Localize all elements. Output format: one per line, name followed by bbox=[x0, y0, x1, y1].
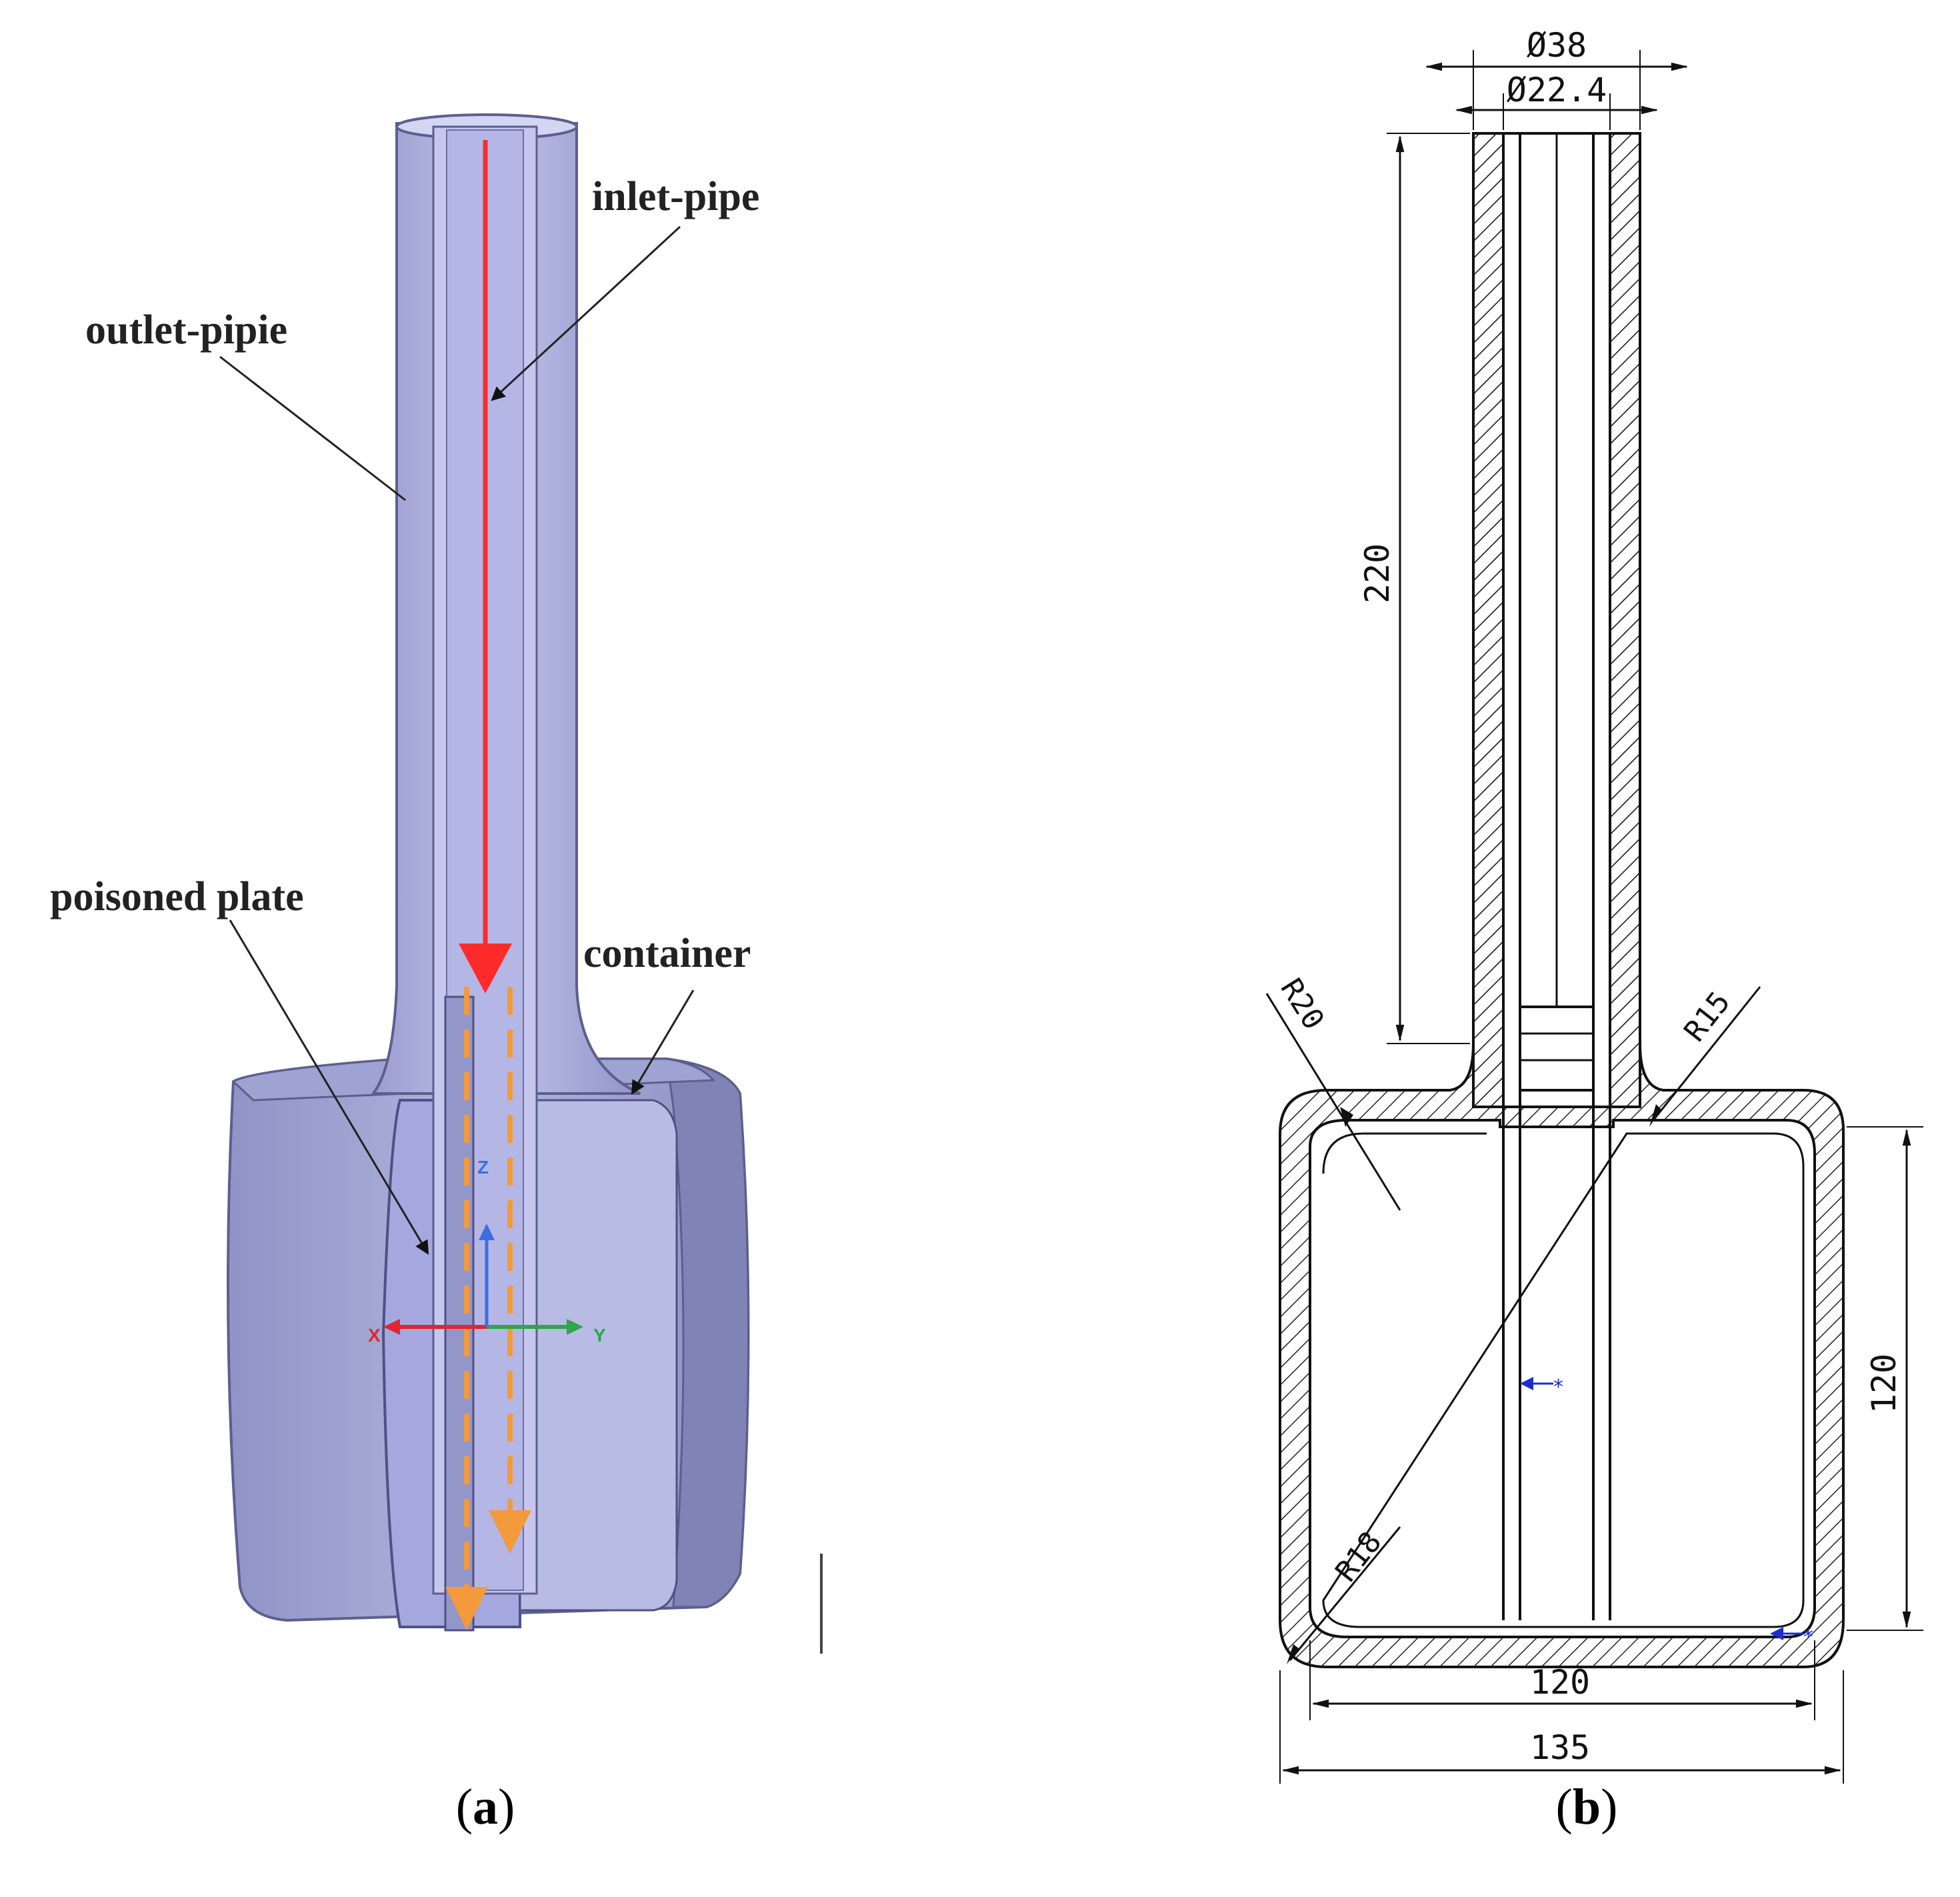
outer-pipe-wall-left bbox=[1472, 132, 1505, 1108]
return-flow-arrowhead-left bbox=[445, 1587, 488, 1630]
inner-diameter-label: Ø22.4 bbox=[1507, 71, 1607, 109]
outer-pipe-wall-right bbox=[1609, 132, 1641, 1108]
outer-width-label: 135 bbox=[1530, 1728, 1590, 1767]
container-inner-wall bbox=[519, 1099, 678, 1612]
radius-r20-label: R20 bbox=[1274, 973, 1331, 1036]
axis-x-label: X bbox=[368, 1325, 381, 1346]
inlet-pipe-leader bbox=[491, 225, 681, 401]
height-label: 120 bbox=[1865, 1354, 1903, 1414]
return-flow-arrowhead-right bbox=[489, 1510, 531, 1554]
container-wall-section bbox=[1279, 132, 1845, 1668]
container-side-face bbox=[665, 1058, 749, 1608]
panel-b-caption: (b) bbox=[1556, 1779, 1618, 1835]
poisoned-plate-leader bbox=[229, 919, 429, 1255]
svg-text:*: * bbox=[1803, 1626, 1813, 1649]
outlet-pipe-label: outlet-pipie bbox=[85, 307, 287, 353]
inlet-pipe-label: inlet-pipe bbox=[592, 174, 759, 219]
radius-r18-leader bbox=[1289, 1526, 1401, 1661]
radius-r15-leader bbox=[1652, 986, 1761, 1121]
inlet-flow-arrowhead bbox=[459, 943, 512, 994]
blue-marker-center: * bbox=[1520, 1376, 1563, 1399]
axis-y-label: Y bbox=[593, 1325, 606, 1346]
pipe-length-label: 220 bbox=[1358, 543, 1397, 603]
container-label: container bbox=[583, 931, 751, 976]
blue-marker-corner: * bbox=[1770, 1626, 1813, 1649]
container-leader bbox=[631, 990, 695, 1095]
poisoned-plate-label: poisoned plate bbox=[50, 874, 304, 919]
panel-a-3d-model: X Y Z inlet-pipe outlet-pipie poisoned p… bbox=[50, 113, 823, 1835]
inner-liner bbox=[1322, 1132, 1805, 1628]
panel-b-drawing: * * Ø38 Ø22.4 220 120 120 bbox=[1265, 26, 1923, 1835]
radius-r20-leader bbox=[1265, 993, 1401, 1211]
svg-text:*: * bbox=[1553, 1376, 1563, 1399]
outer-diameter-label: Ø38 bbox=[1527, 26, 1587, 65]
panel-a-caption: (a) bbox=[456, 1779, 515, 1835]
inner-width-label: 120 bbox=[1530, 1663, 1590, 1702]
outlet-pipe-leader bbox=[219, 355, 406, 501]
plate-holder-block bbox=[1519, 1006, 1595, 1092]
coordinate-axes: X Y Z bbox=[368, 1157, 606, 1346]
axis-z-label: Z bbox=[477, 1157, 489, 1178]
radius-r15-label: R15 bbox=[1677, 986, 1737, 1048]
